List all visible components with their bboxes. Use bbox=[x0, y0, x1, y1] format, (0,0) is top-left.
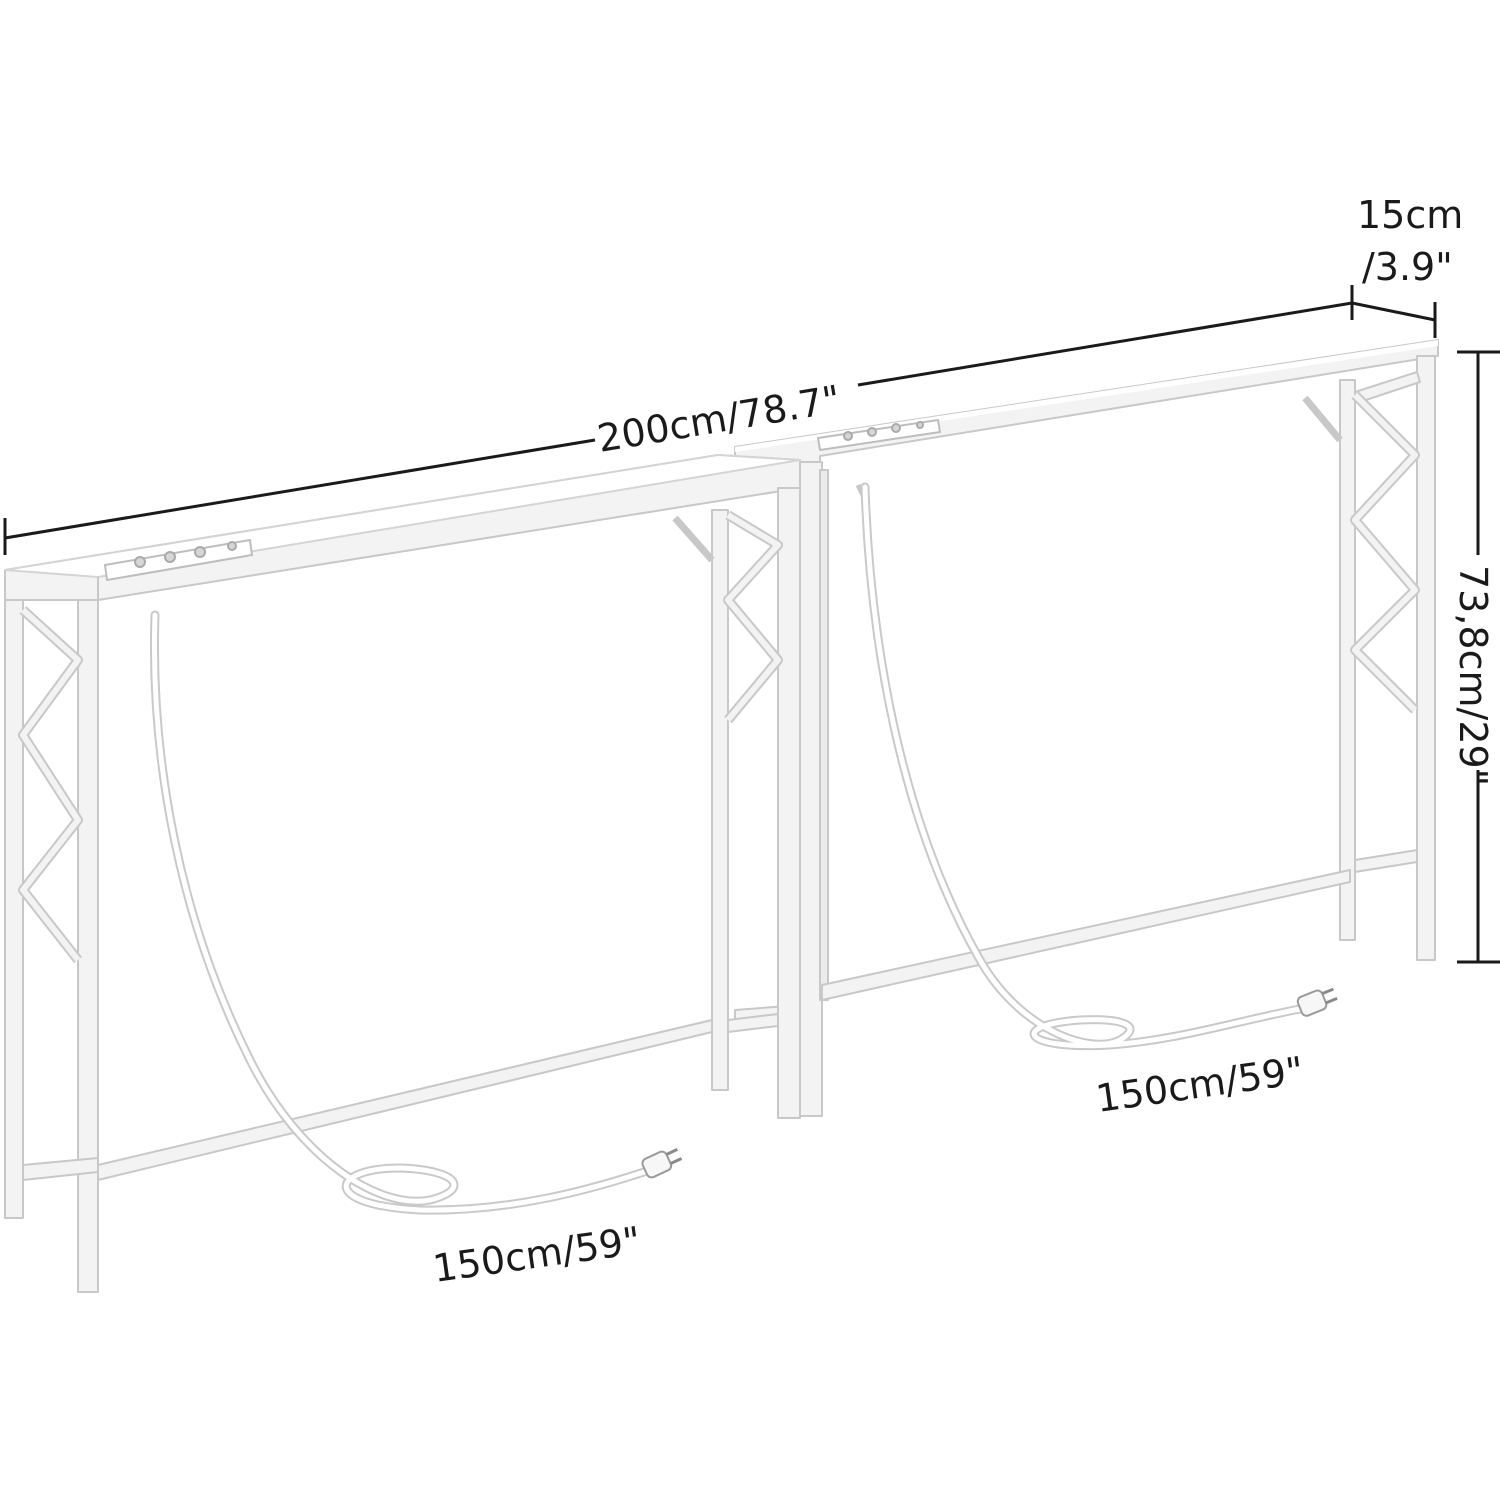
depth-label-line2: /3.9" bbox=[1362, 245, 1453, 289]
height-dimension-line bbox=[1457, 350, 1500, 964]
power-cord-right bbox=[860, 482, 1338, 1051]
power-strip-icon-left bbox=[104, 539, 253, 581]
stretcher-left bbox=[97, 1019, 713, 1181]
leg-left-back-b bbox=[777, 487, 801, 1119]
leg-left-front-a bbox=[4, 599, 24, 1219]
power-cord-left bbox=[150, 610, 683, 1215]
length-dimension-line bbox=[3, 285, 1354, 555]
depth-label-line1: 15cm bbox=[1357, 193, 1463, 237]
leg-right-front bbox=[1416, 355, 1436, 961]
height-label: 73,8cm/29" bbox=[1451, 565, 1495, 786]
plug-icon-right bbox=[1296, 987, 1338, 1017]
depth-dimension-line bbox=[1351, 301, 1437, 338]
leg-right-table-left bbox=[799, 461, 823, 1117]
leg-left-back-a bbox=[711, 509, 729, 1091]
console-table-left bbox=[4, 454, 801, 1293]
plug-icon bbox=[641, 1148, 683, 1179]
leg-right-back bbox=[1339, 379, 1356, 941]
cord-length-label-left: 150cm/59" bbox=[430, 1218, 643, 1291]
power-strip-icon bbox=[817, 419, 941, 451]
cord-length-label-right: 150cm/59" bbox=[1093, 1048, 1306, 1121]
stretcher-right bbox=[821, 869, 1351, 1001]
leg-left-front-b bbox=[77, 599, 99, 1293]
